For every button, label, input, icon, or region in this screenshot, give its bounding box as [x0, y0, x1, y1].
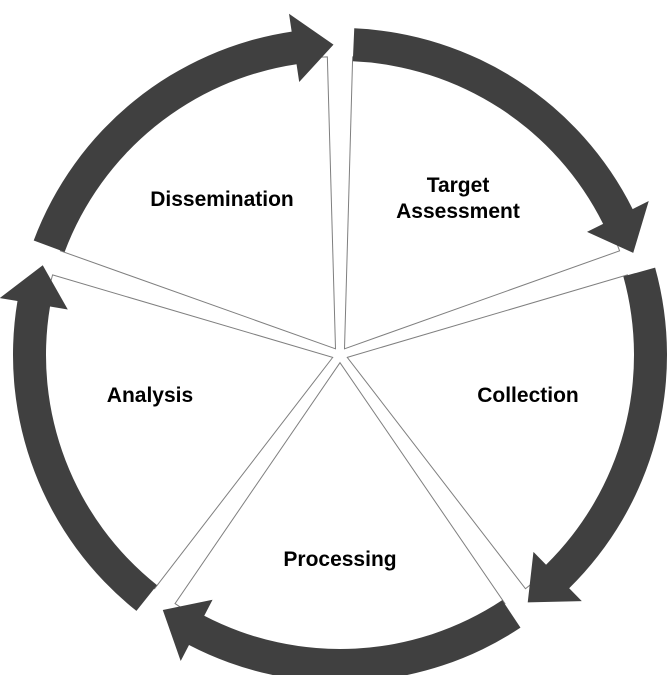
- cycle-arrow-processing: [162, 599, 521, 675]
- stage-label-line: Target: [427, 174, 490, 197]
- arrow-layer: [0, 13, 668, 675]
- wedge-layer: [40, 56, 640, 656]
- stage-label-analysis: Analysis: [107, 384, 193, 407]
- stage-label-line: Analysis: [107, 384, 193, 407]
- cycle-arrow-target-assessment: [352, 28, 649, 253]
- stage-label-line: Processing: [283, 548, 396, 571]
- stage-label-dissemination: Dissemination: [150, 188, 294, 211]
- stage-label-processing: Processing: [283, 548, 396, 571]
- cycle-arrow-dissemination: [33, 13, 334, 253]
- stage-label-line: Assessment: [396, 200, 520, 223]
- stage-label-line: Dissemination: [150, 188, 294, 211]
- stage-label-line: Collection: [477, 384, 579, 407]
- stage-label-collection: Collection: [477, 384, 579, 407]
- cycle-arrow-analysis: [0, 265, 157, 611]
- cycle-arrow-collection: [527, 267, 668, 603]
